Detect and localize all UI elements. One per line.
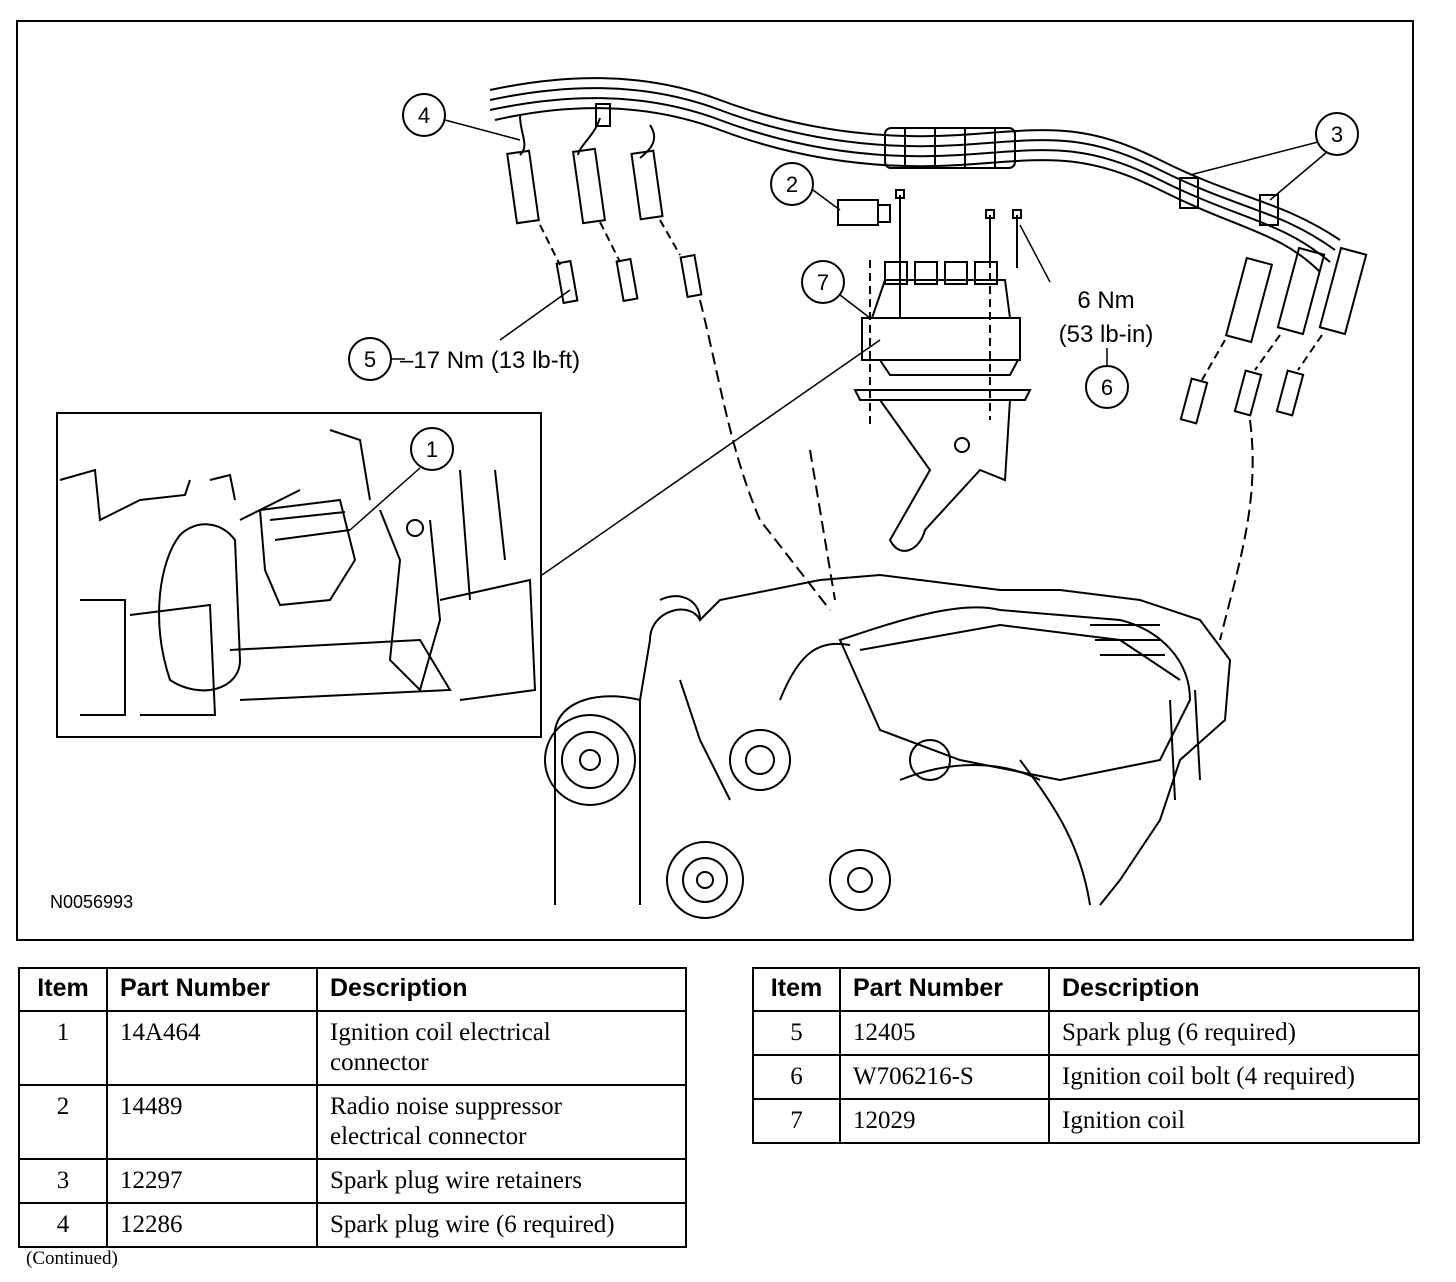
cell-part-number: 12029 [839,1098,1050,1144]
col-header-part-number: Part Number [839,967,1050,1012]
col-header-part-number: Part Number [106,967,318,1012]
callout-3: 3 [1331,122,1343,147]
radio-noise-suppressor [837,199,891,226]
cell-item: 7 [752,1098,841,1144]
cell-item: 3 [18,1158,108,1204]
cell-description: Ignition coil bolt (4 required) [1048,1054,1420,1100]
parts-table-right: Item Part Number Description 5 12405 Spa… [752,967,1420,1144]
cell-part-number: 12286 [106,1202,318,1248]
table-header-row: Item Part Number Description [18,967,687,1012]
col-header-item: Item [18,967,108,1012]
parts-table-left: Item Part Number Description 1 14A464 Ig… [18,967,687,1248]
table-row: 5 12405 Spark plug (6 required) [752,1010,1420,1056]
callout-1: 1 [426,437,438,462]
table-row: 4 12286 Spark plug wire (6 required) [18,1202,687,1248]
cell-description: Ignition coil electrical connector [316,1010,687,1086]
spark-plug-wire-harness [489,77,1341,273]
leader-lines [541,299,1254,641]
cell-description: Ignition coil [1048,1098,1420,1144]
left-bank-plug-boots [506,114,703,305]
diagram-frame [16,20,1414,941]
cell-item: 6 [752,1054,841,1100]
cell-part-number: 14489 [106,1084,318,1160]
table-row: 2 14489 Radio noise suppressor electrica… [18,1084,687,1160]
torque-spark-plug-label: –17 Nm (13 lb-ft) [400,347,580,374]
col-header-description: Description [316,967,687,1012]
callout-6: 6 [1101,375,1113,400]
cell-item: 1 [18,1010,108,1086]
callout-4: 4 [418,103,430,128]
ignition-diagram: 1 2 3 4 5 6 7 –17 Nm (13 lb-ft) 6 Nm (53… [50,77,1368,919]
figure-id: N0056993 [50,892,133,912]
cell-item: 2 [18,1084,108,1160]
table-row: 1 14A464 Ignition coil electrical connec… [18,1010,687,1086]
callout-2: 2 [786,172,798,197]
continued-note: (Continued) [26,1248,118,1269]
connector-detail-inset [56,412,542,738]
torque-coil-bolt-lbin: (53 lb-in) [1059,321,1154,348]
torque-coil-bolt-nm: 6 Nm [1077,287,1134,314]
table-header-row: Item Part Number Description [752,967,1420,1012]
cell-item: 5 [752,1010,841,1056]
engine-illustration [544,573,1232,919]
table-row: 6 W706216-S Ignition coil bolt (4 requir… [752,1054,1420,1100]
callout-7: 7 [817,270,829,295]
callout-5: 5 [364,347,376,372]
callout-circles [348,93,1359,531]
cell-description: Spark plug wire (6 required) [316,1202,687,1248]
col-header-item: Item [752,967,841,1012]
cell-description: Spark plug wire retainers [316,1158,687,1204]
table-row: 7 12029 Ignition coil [752,1098,1420,1144]
col-header-description: Description [1048,967,1420,1012]
cell-part-number: 12405 [839,1010,1050,1056]
cell-description: Spark plug (6 required) [1048,1010,1420,1056]
cell-part-number: W706216-S [839,1054,1050,1100]
cell-description: Radio noise suppressor electrical connec… [316,1084,687,1160]
cell-part-number: 14A464 [106,1010,318,1086]
right-bank-plug-boots [1179,246,1368,425]
ignition-coil-assembly [853,189,1032,552]
cell-item: 4 [18,1202,108,1248]
cell-part-number: 12297 [106,1158,318,1204]
table-row: 3 12297 Spark plug wire retainers [18,1158,687,1204]
